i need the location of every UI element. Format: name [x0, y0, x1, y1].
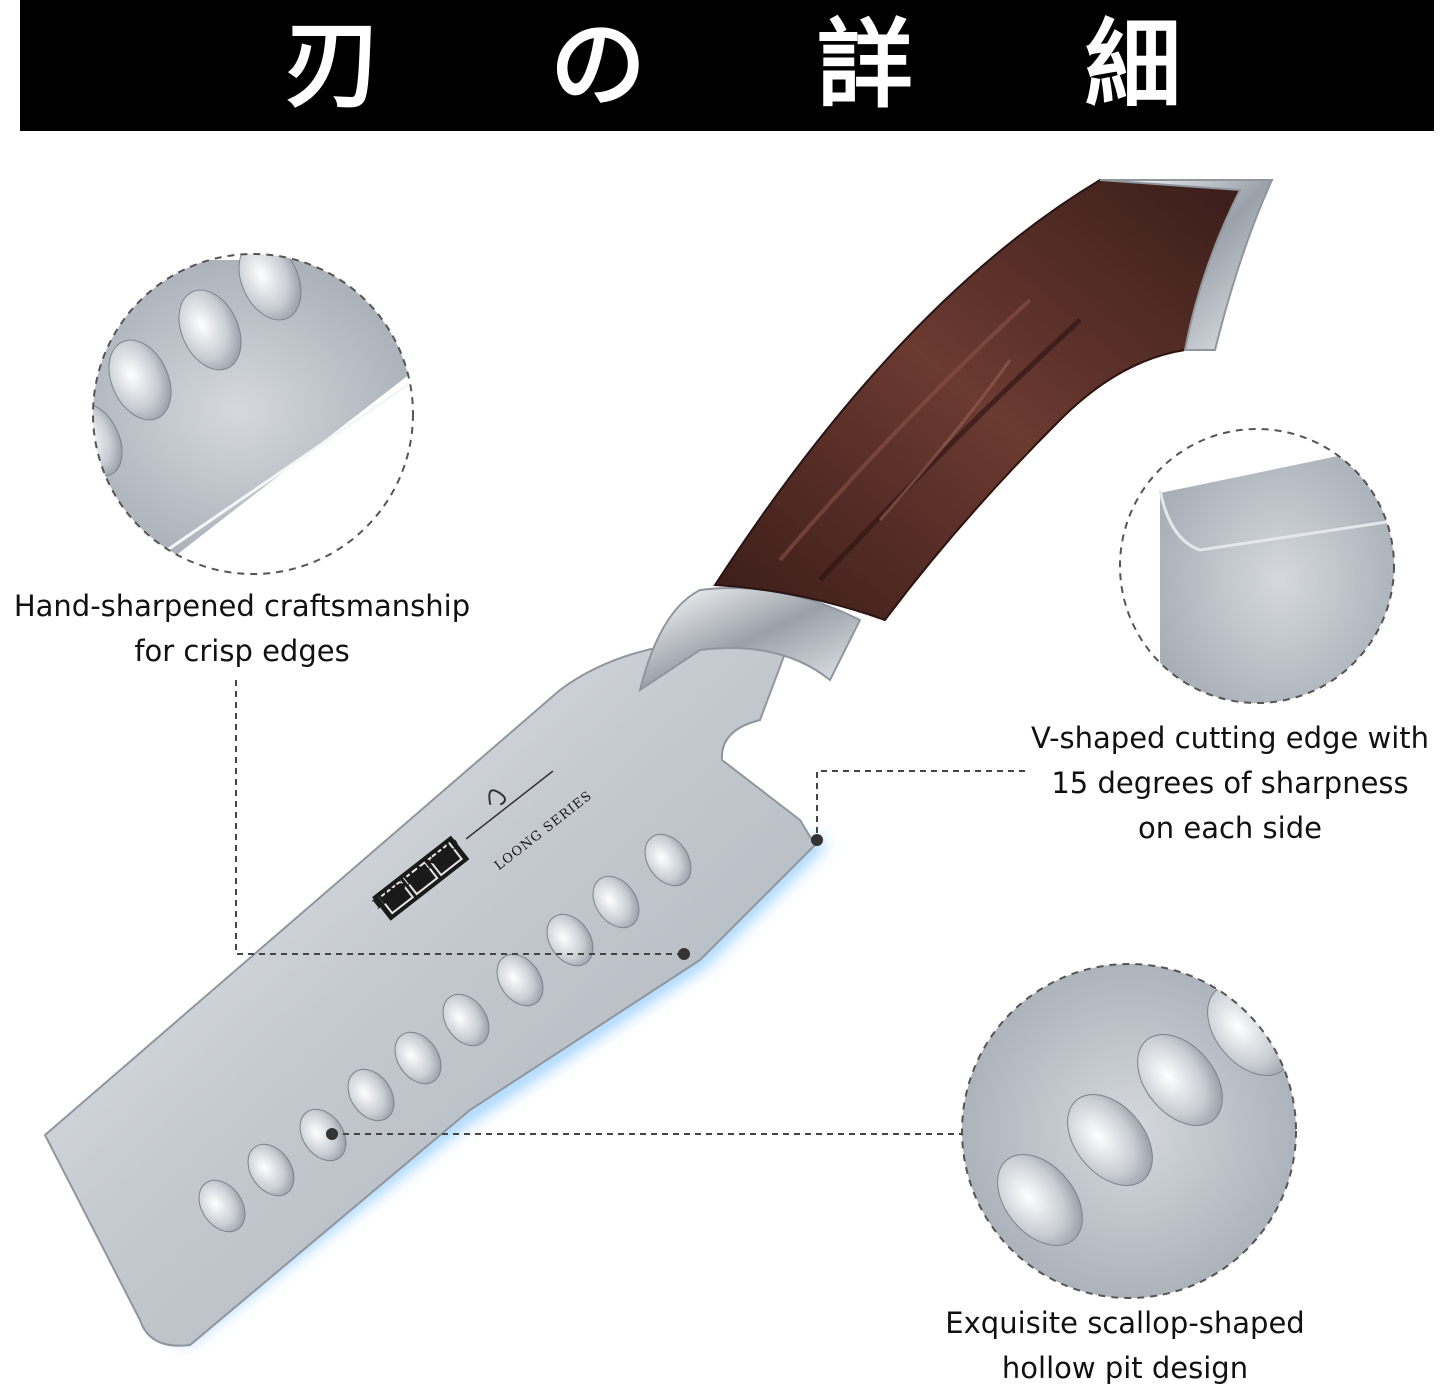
closeup-dashed-ring — [92, 253, 414, 575]
caption-line: for crisp edges — [134, 634, 350, 668]
dimple — [198, 1179, 246, 1233]
caption-line: Hand-sharpened craftsmanship — [13, 589, 471, 623]
caption-line: hollow pit design — [1001, 1351, 1249, 1385]
closeup-bevel-line — [1158, 489, 1394, 552]
brand-seal-glyph — [427, 841, 463, 877]
brand-rule — [465, 770, 554, 840]
closeup-sharpened-edge — [92, 253, 414, 575]
leader-dot — [678, 948, 690, 960]
loong-logo-icon — [488, 789, 507, 806]
end-cap — [1099, 179, 1274, 351]
handle-grain — [778, 298, 1032, 562]
closeup-dimple — [108, 339, 172, 421]
closeup-dimple — [178, 289, 242, 371]
handle — [713, 178, 1242, 622]
dimple — [496, 953, 544, 1007]
brand-seal — [372, 835, 470, 921]
caption-line: on each side — [1138, 811, 1322, 845]
closeup-edge-line — [159, 378, 413, 557]
dimple — [546, 913, 594, 967]
leader-dot — [326, 1128, 338, 1140]
closeup-dashed-ring — [1119, 428, 1395, 704]
dimple — [394, 1031, 442, 1085]
handle-grain — [818, 318, 1082, 582]
title-banner: 刃 の 詳 細 — [20, 0, 1434, 131]
closeup-v-edge — [1119, 428, 1395, 704]
leader-line-right — [816, 770, 1025, 840]
caption-scallop: Exquisite scallop-shaped hollow pit desi… — [925, 1301, 1325, 1391]
blade — [43, 637, 817, 1347]
closeup-dimple — [997, 1154, 1083, 1246]
leader-line-top-left — [235, 680, 684, 955]
title-char-3: 詳 — [817, 8, 913, 121]
brand-seal-glyph — [402, 860, 439, 896]
closeup-dimple — [1067, 1094, 1153, 1186]
closeup-scallop — [961, 963, 1297, 1299]
dimple — [592, 875, 640, 929]
dimple — [347, 1068, 395, 1122]
closeup-dimple — [238, 254, 302, 321]
dimple — [644, 833, 692, 887]
brand-seal-glyph — [378, 879, 415, 915]
handle-grain — [878, 359, 1012, 521]
callout-leaders — [235, 680, 1025, 1140]
caption-v-edge: V-shaped cutting edge with 15 degrees of… — [1015, 716, 1445, 851]
closeup-blade — [93, 260, 413, 560]
caption-sharpened-edge: Hand-sharpened craftsmanship for crisp e… — [0, 584, 484, 674]
title-char-2: の — [550, 8, 646, 121]
knife-image — [43, 178, 1274, 1347]
title-char-4: 細 — [1085, 8, 1181, 121]
brand-stamp — [372, 770, 554, 921]
dimple — [442, 993, 490, 1047]
caption-line: Exquisite scallop-shaped — [945, 1306, 1305, 1340]
closeup-blade — [1160, 440, 1394, 703]
dimple — [299, 1108, 347, 1162]
closeup-dimple — [1137, 1034, 1223, 1126]
closeup-dashed-ring — [961, 963, 1297, 1299]
leader-dot — [811, 834, 823, 846]
dimple — [247, 1143, 295, 1197]
caption-line: 15 degrees of sharpness — [1051, 766, 1409, 800]
blade-dimples — [198, 833, 692, 1233]
caption-line: V-shaped cutting edge with — [1030, 721, 1430, 755]
title-char-1: 刃 — [285, 8, 381, 121]
